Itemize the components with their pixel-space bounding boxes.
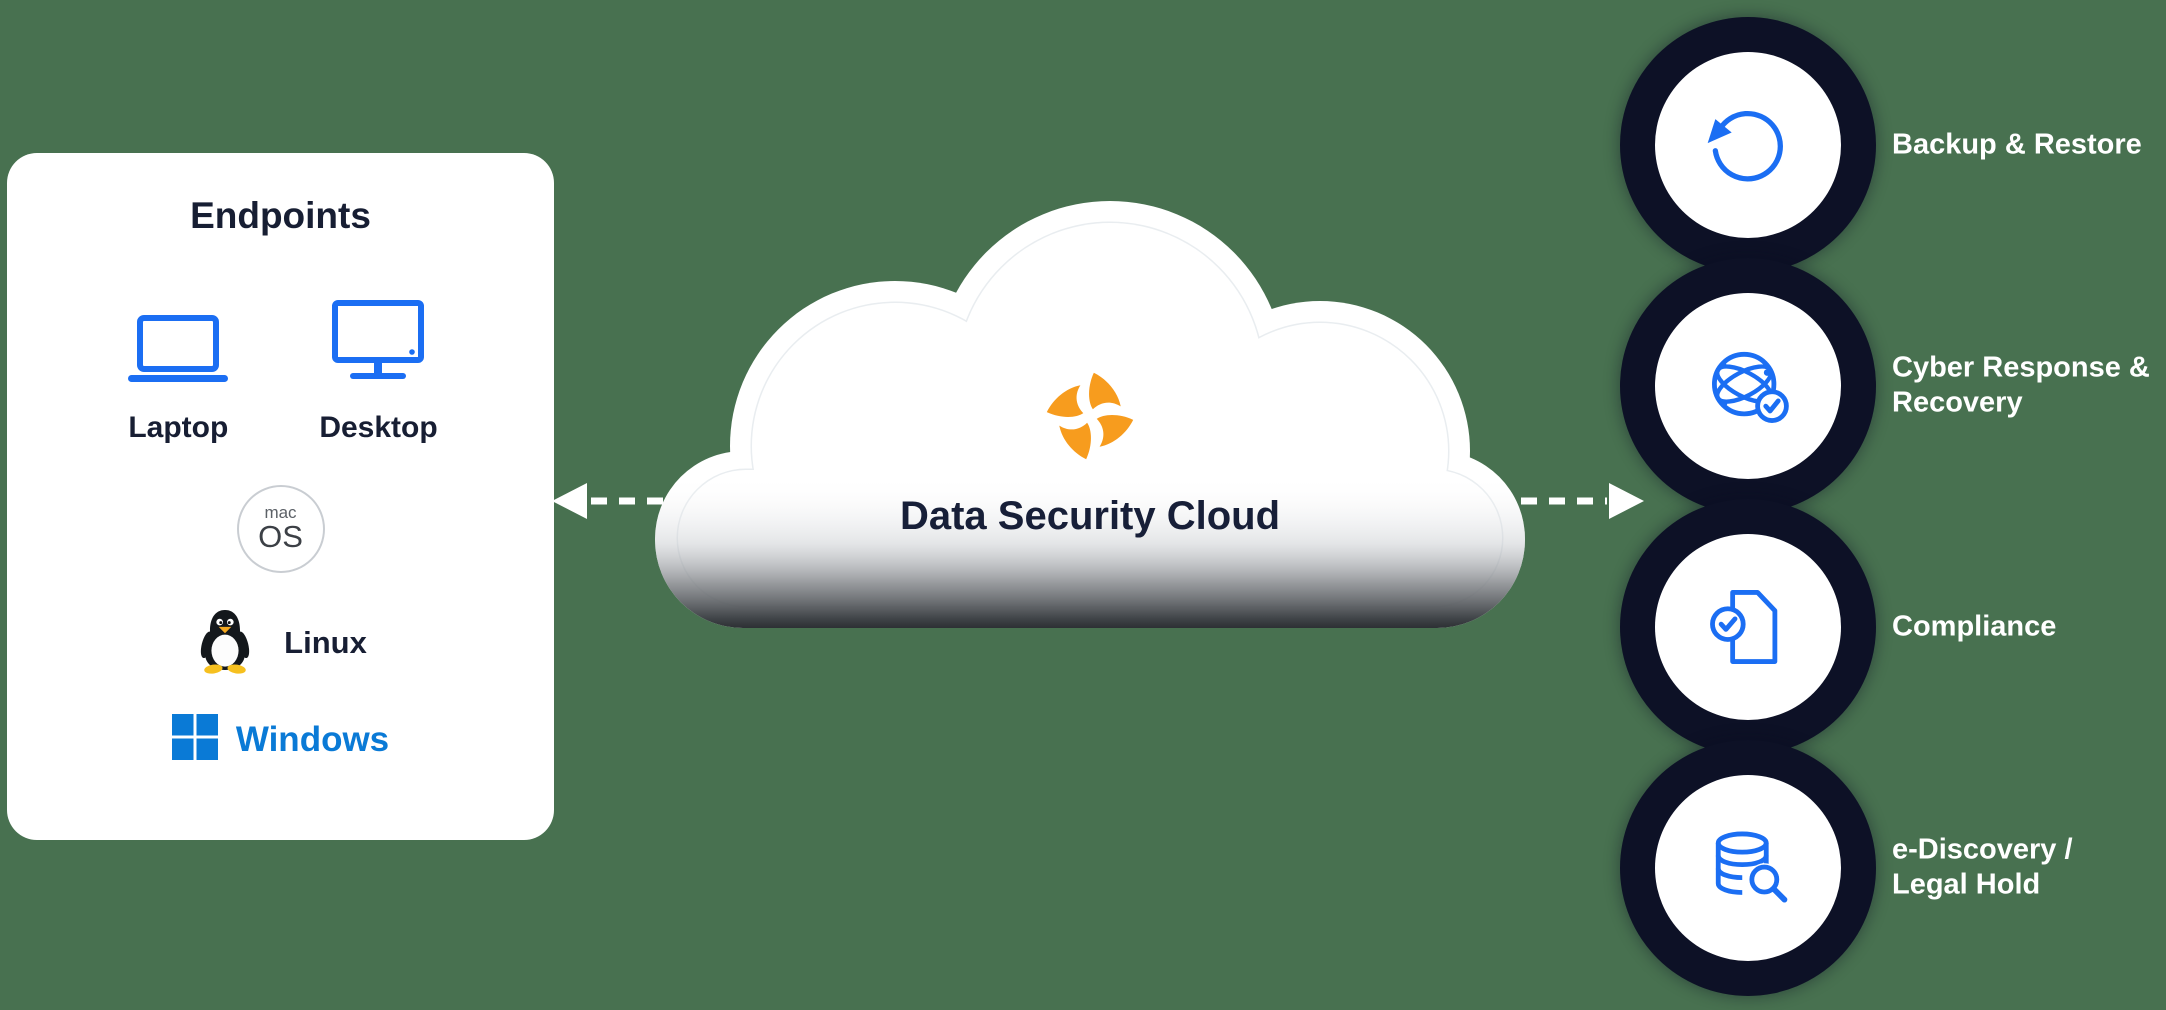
macos-badge-os-text: OS	[258, 519, 303, 555]
service-circle-compliance	[1620, 499, 1876, 755]
endpoints-card-title: Endpoints	[190, 195, 371, 236]
desktop-label: Desktop	[319, 411, 438, 444]
service-circle-cyber-response	[1620, 258, 1876, 514]
macos-badge: mac OS	[236, 485, 325, 573]
service-label-compliance: Compliance	[1892, 610, 2057, 643]
document-check-icon	[1655, 534, 1841, 720]
druva-logo-icon	[1046, 372, 1134, 460]
windows-logo-icon	[171, 714, 218, 765]
windows-label: Windows	[235, 719, 390, 759]
service-label-backup-restore: Backup & Restore	[1892, 128, 2142, 161]
laptop-label: Laptop	[128, 411, 229, 444]
macos-badge-mac-text: mac	[264, 503, 297, 523]
service-label-ediscovery: e-Discovery / Legal Hold	[1892, 833, 2073, 901]
laptop-icon	[123, 293, 233, 385]
database-search-icon	[1655, 775, 1841, 961]
service-label-cyber-response: Cyber Response & Recovery	[1892, 351, 2150, 419]
devices-row: Laptop Desktop	[123, 293, 438, 445]
linux-label: Linux	[284, 624, 367, 660]
cloud-shape	[655, 201, 1525, 628]
endpoints-card: Endpoints Laptop Desktop	[7, 153, 554, 840]
cloud-title: Data Security Cloud	[899, 494, 1281, 538]
data-security-cloud: Data Security Cloud	[640, 196, 1540, 644]
service-circle-backup-restore	[1620, 17, 1876, 273]
globe-check-icon	[1655, 293, 1841, 479]
service-circle-ediscovery	[1620, 740, 1876, 996]
restore-arrow-icon	[1655, 52, 1841, 238]
dashed-arrow-left-icon	[549, 481, 667, 526]
device-laptop: Laptop	[123, 293, 233, 445]
desktop-icon	[328, 293, 428, 385]
dashed-arrow-right-icon	[1517, 481, 1647, 526]
windows-row: Windows	[171, 714, 390, 765]
tux-penguin-icon	[194, 605, 256, 680]
services-chain	[1620, 17, 1876, 996]
linux-row: Linux	[194, 605, 367, 680]
device-desktop: Desktop	[319, 293, 438, 445]
